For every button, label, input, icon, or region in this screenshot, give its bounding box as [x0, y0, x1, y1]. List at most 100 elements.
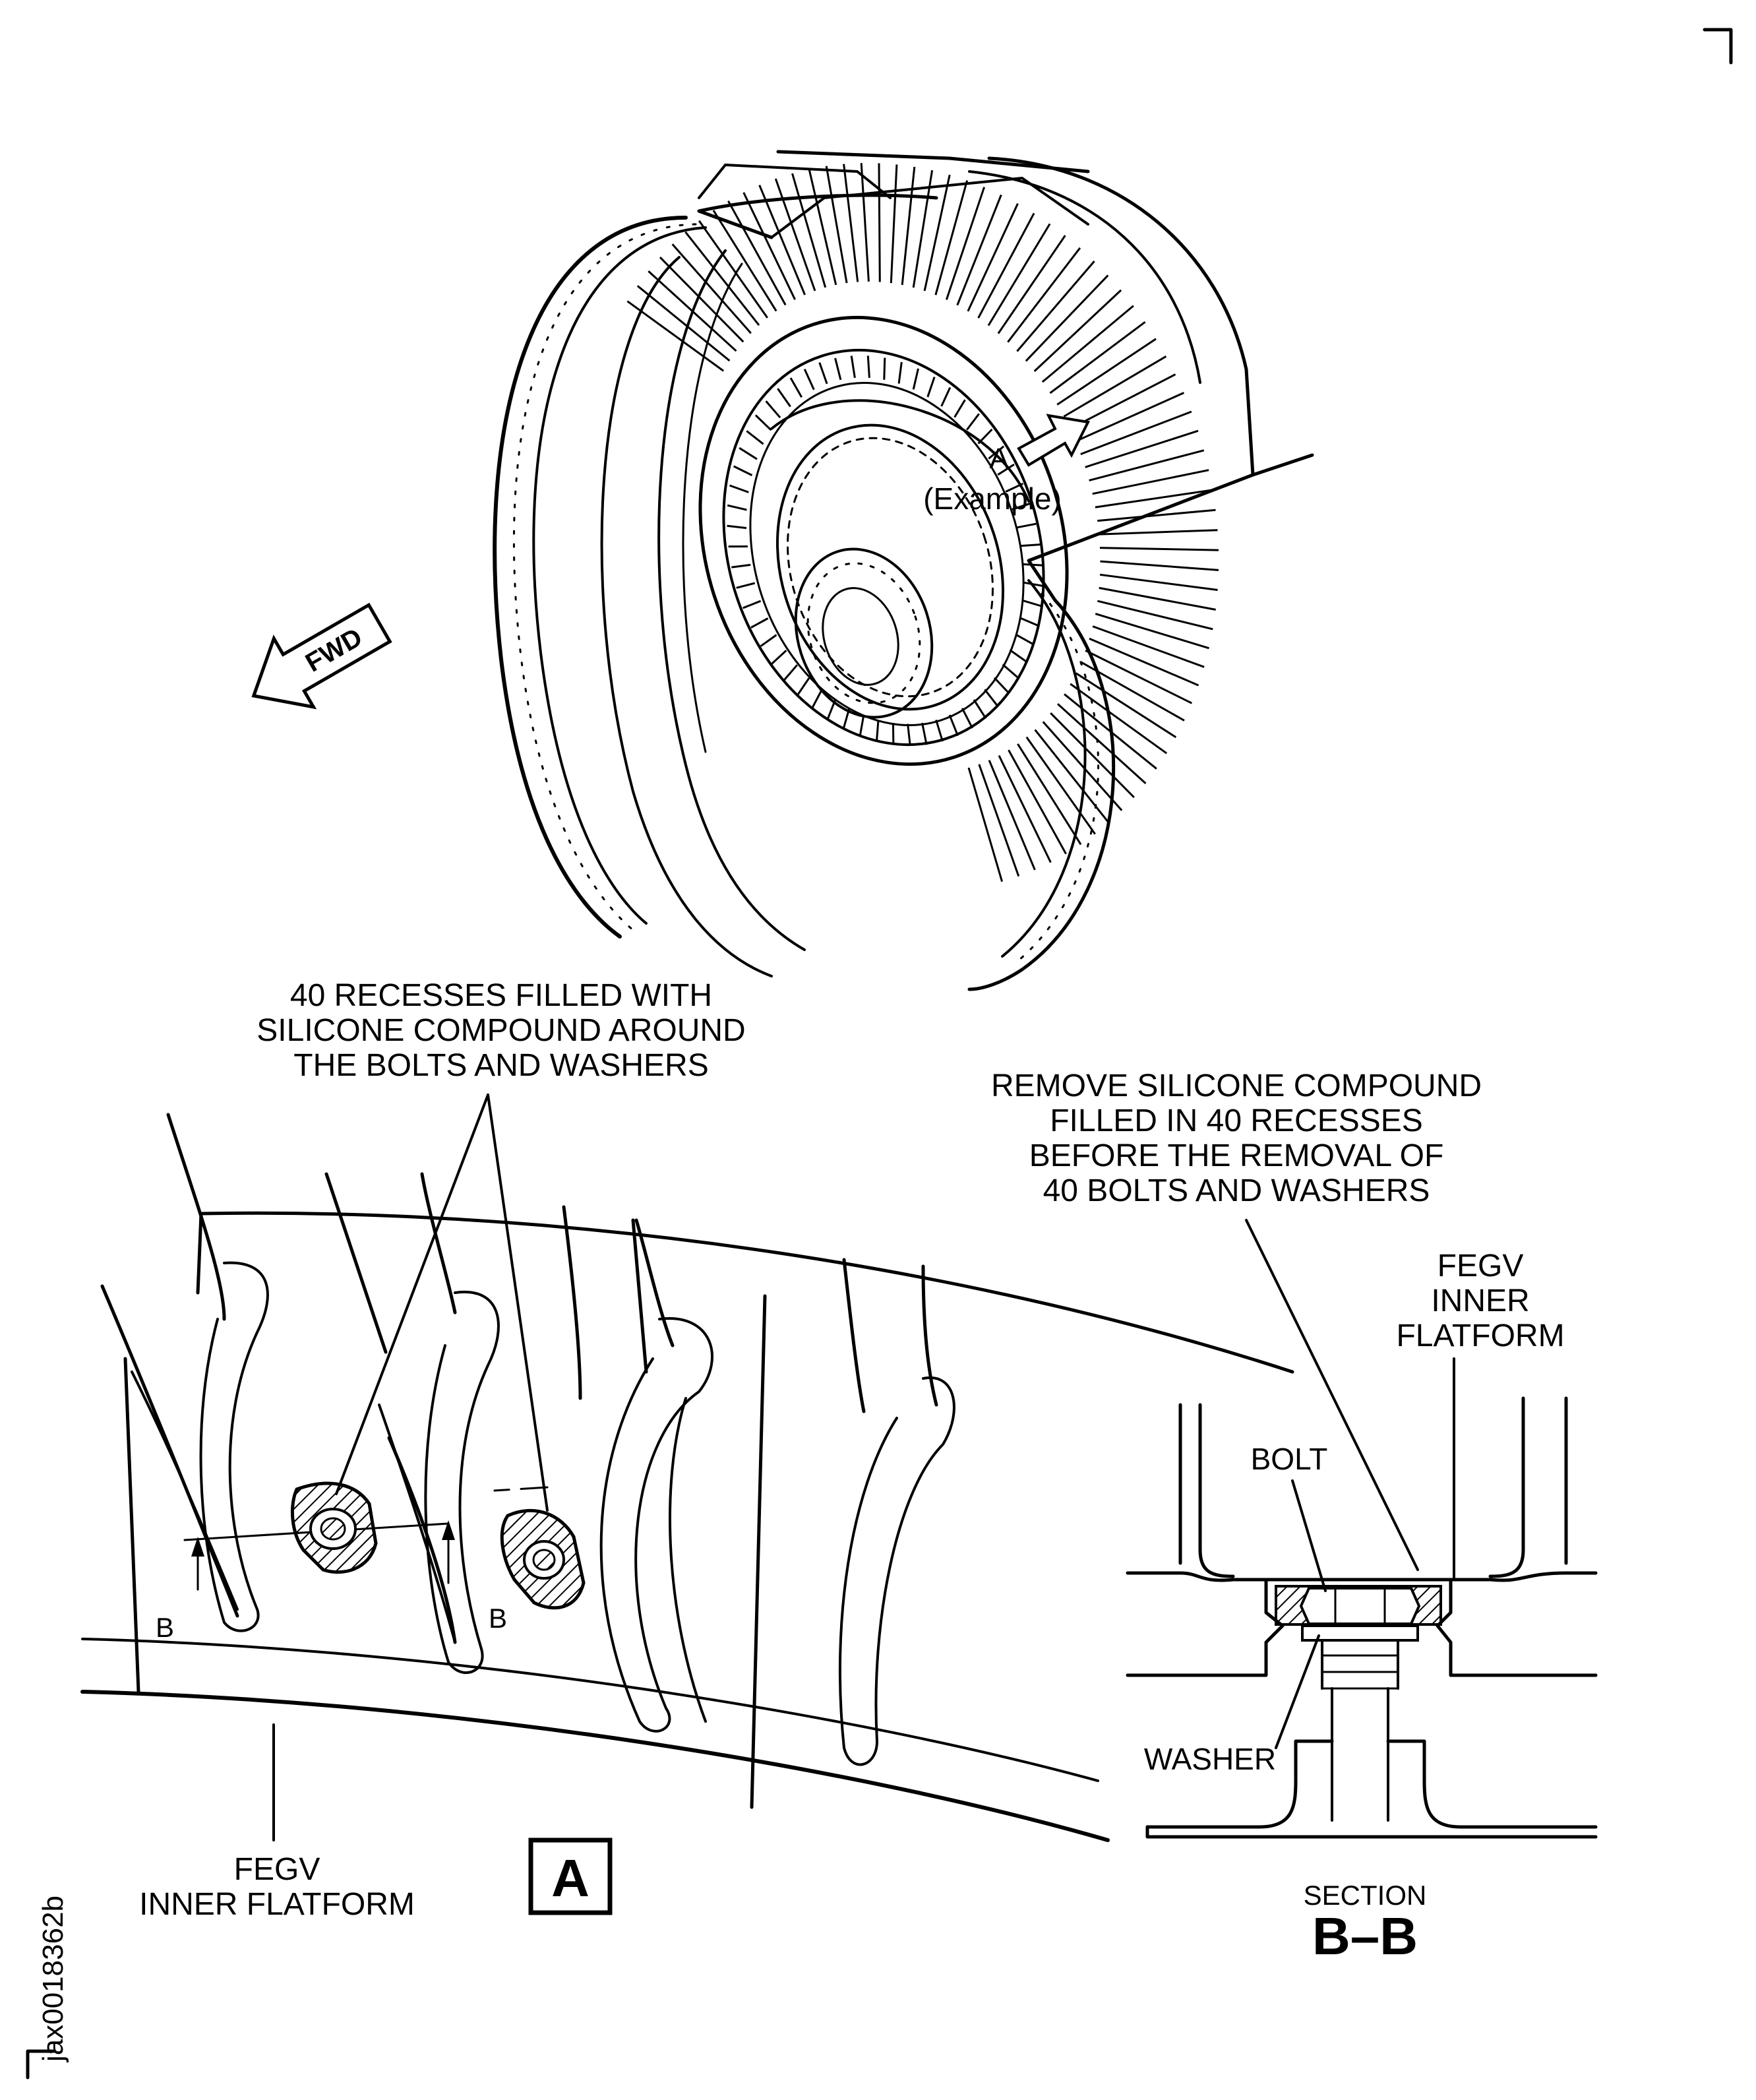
ogv-vane-10 [758, 185, 806, 295]
platform-mid-line [81, 1638, 1099, 1782]
section-arrow-right-head [442, 1520, 455, 1540]
inner-vane-48 [883, 357, 886, 380]
ogv-vane-60 [1050, 712, 1135, 799]
ogv-vane-56 [1075, 672, 1177, 739]
case-upper-rail [770, 177, 1089, 239]
inner-vane-5 [1021, 599, 1042, 607]
vane-3-recess [599, 1317, 713, 1733]
ogv-vane-15 [843, 164, 859, 282]
vane-4-leading [842, 1258, 866, 1413]
recesses-leader-1 [335, 1094, 489, 1495]
bolt-head [1299, 1587, 1421, 1625]
ogv-vane-51 [1095, 613, 1209, 650]
ogv-vane-23 [945, 187, 986, 300]
platform-left-edge [123, 1357, 140, 1694]
corner-mark-bottom-left [26, 2049, 56, 2080]
hub-ring-2 [722, 348, 1045, 747]
ogv-vane-47 [1100, 560, 1219, 571]
section-arrow-left-head [191, 1537, 204, 1557]
inner-vane-1 [1017, 522, 1037, 529]
case-top-lip [776, 150, 1090, 173]
case-top-edge [697, 193, 938, 213]
case-cut-upper [1251, 453, 1314, 477]
ogv-vane-36 [1063, 355, 1167, 417]
bolt-threads [1321, 1654, 1399, 1690]
inner-vane-56 [988, 445, 1005, 460]
hub-ring-4 [775, 423, 1005, 711]
ogv-vane-19 [901, 166, 916, 286]
case-lower-bolt-holes [1014, 592, 1099, 964]
inner-vane-40 [765, 400, 781, 419]
platform-bottom-edge [80, 1690, 1110, 1842]
case-shell-line-3 [682, 262, 743, 753]
ogv-vane-0 [626, 300, 725, 372]
ogv-vane-2 [648, 270, 737, 352]
hub-upper-contour [770, 399, 1030, 503]
inner-vane-35 [729, 484, 749, 493]
remove-note-line-3: BEFORE THE REMOVAL OF [1029, 1138, 1444, 1173]
inner-vane-4 [1023, 581, 1043, 587]
outer-ring-inner-edge [532, 226, 707, 925]
bolt-label: BOLT [1251, 1442, 1328, 1476]
inner-vane-33 [727, 524, 747, 530]
inner-vane-53 [954, 399, 966, 418]
ogv-vane-52 [1092, 625, 1205, 668]
inner-vane-25 [783, 664, 799, 681]
inner-vane-39 [754, 414, 772, 431]
vane-2-recess [424, 1290, 500, 1675]
inner-vane-52 [940, 386, 952, 407]
fegv-left-line-2: INNER FLATFORM [139, 1887, 415, 1922]
case-lower-arc-inner [1001, 579, 1087, 958]
bolt-shank [1331, 1687, 1389, 1822]
case-top-bracket [698, 164, 892, 199]
ogv-vane-62 [1034, 729, 1110, 824]
ogv-vane-9 [742, 192, 796, 300]
ogv-vane-32 [1033, 289, 1122, 372]
vane-4-recess [838, 1376, 955, 1766]
inner-vane-47 [866, 355, 870, 378]
ogv-vane-49 [1099, 586, 1216, 611]
inner-vane-50 [912, 368, 919, 390]
left-vane-wall-inner [1198, 1403, 1235, 1578]
remove-note-line-4: 40 BOLTS AND WASHERS [1043, 1173, 1430, 1208]
ogv-vane-58 [1064, 693, 1157, 770]
inner-vane-20 [859, 715, 865, 737]
ogv-vane-14 [825, 166, 848, 284]
ogv-vane-69 [967, 767, 1004, 882]
inner-vane-9 [1002, 664, 1020, 679]
inner-vane-6 [1019, 617, 1039, 627]
hub-bore-holes [806, 562, 921, 704]
inner-vane-26 [771, 650, 787, 665]
vane-3-fillet [669, 1397, 707, 1723]
ogv-vane-68 [978, 764, 1020, 877]
ogv-vane-54 [1085, 649, 1193, 704]
hub-center [822, 587, 899, 686]
inner-vane-36 [733, 465, 753, 476]
ogv-vane-41 [1089, 449, 1205, 481]
vane-4-trailing [921, 1264, 938, 1407]
detail-a-view: B B FEGV INNER FLATFORM A [80, 1113, 1294, 1922]
case-right-edge [987, 156, 1255, 477]
ogv-vane-7 [712, 210, 777, 312]
inner-vane-12 [973, 699, 987, 720]
inner-vane-43 [803, 369, 815, 390]
ogv-vane-4 [671, 243, 752, 334]
vane-1-recess [199, 1261, 269, 1632]
inner-vane-59 [1012, 502, 1031, 510]
ogv-vane-64 [1017, 743, 1082, 846]
washer [1301, 1624, 1419, 1642]
ogv-vane-65 [1008, 749, 1067, 855]
ogv-vane-8 [727, 200, 787, 306]
hub-bore-ring [794, 547, 934, 719]
inner-vane-46 [850, 355, 856, 379]
bolt-leader [1291, 1479, 1327, 1592]
ogv-vane-24 [956, 194, 1002, 306]
ogv-vane-33 [1041, 305, 1134, 383]
vane-3-edge [631, 1218, 648, 1374]
inner-vane-16 [921, 722, 928, 745]
ogv-vane-55 [1080, 661, 1185, 722]
inner-vane-3 [1023, 563, 1043, 567]
washer-leader [1275, 1634, 1320, 1749]
section-bb-view: FEGV INNER FLATFORM BOLT WASHER SECTION … [1126, 1249, 1598, 1965]
